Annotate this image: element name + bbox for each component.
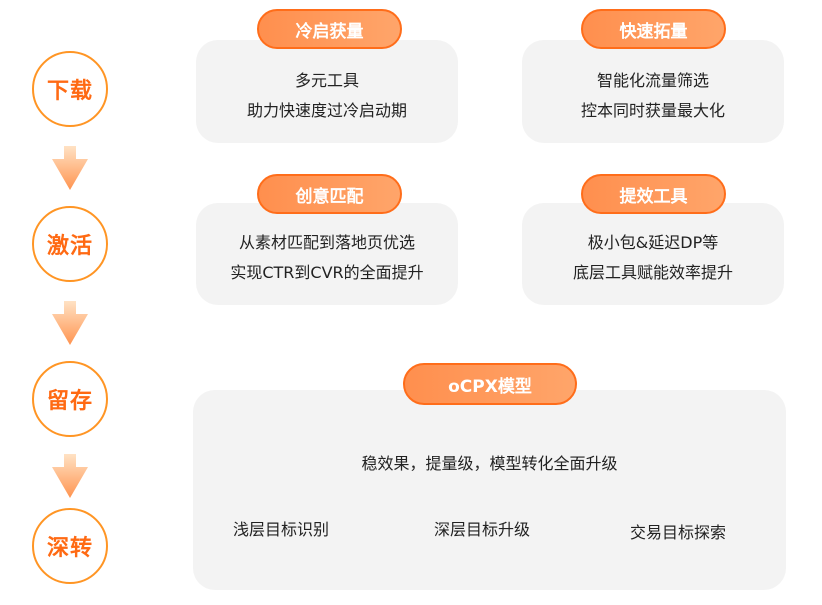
card-title: 创意匹配: [295, 186, 364, 207]
card-line: 多元工具: [294, 70, 359, 90]
stage-label: 留存: [46, 389, 93, 414]
down-arrow-icon: [52, 146, 88, 190]
model-item-shallow: 浅层目标识别: [233, 520, 330, 539]
model-item-transaction: 交易目标探索: [630, 523, 727, 542]
down-arrow-icon: [52, 301, 88, 345]
card-line: 实现CTR到CVR的全面提升: [230, 263, 424, 282]
stage-retain: 留存: [32, 361, 108, 437]
card-line: 智能化流量筛选: [596, 70, 709, 90]
card-title-pill: 提效工具: [581, 174, 726, 214]
card-fast-expand: 智能化流量筛选 控本同时获量最大化: [522, 40, 784, 143]
card-line: 底层工具赋能效率提升: [572, 263, 733, 282]
model-card: [193, 390, 786, 590]
card-line: 从素材匹配到落地页优选: [238, 233, 415, 252]
card-creative-match: 从素材匹配到落地页优选 实现CTR到CVR的全面提升: [196, 203, 458, 305]
card-title-pill: 冷启获量: [257, 9, 402, 49]
stage-download: 下载: [32, 51, 108, 127]
stage-activate: 激活: [32, 206, 108, 282]
model-title-pill: oCPX模型: [403, 363, 577, 405]
stage-label: 下载: [46, 79, 93, 104]
card-line: 极小包&延迟DP等: [587, 233, 719, 252]
card-efficiency-tools: 极小包&延迟DP等 底层工具赋能效率提升: [522, 203, 784, 305]
down-arrow-icon: [52, 454, 88, 498]
stage-label: 激活: [46, 234, 93, 259]
card-title-pill: 快速拓量: [581, 9, 726, 49]
card-title: 冷启获量: [295, 21, 364, 42]
model-title: oCPX模型: [448, 376, 532, 397]
card-title-pill: 创意匹配: [257, 174, 402, 214]
card-title: 提效工具: [619, 186, 688, 207]
card-line: 助力快速度过冷启动期: [246, 100, 407, 120]
model-summary: 稳效果，提量级，模型转化全面升级: [361, 454, 618, 473]
card-line: 控本同时获量最大化: [580, 100, 725, 120]
model-item-deep: 深层目标升级: [434, 520, 531, 539]
card-cold-start: 多元工具 助力快速度过冷启动期: [196, 40, 458, 143]
stage-deep-convert: 深转: [32, 508, 108, 584]
card-title: 快速拓量: [619, 21, 688, 42]
stage-label: 深转: [46, 536, 93, 561]
